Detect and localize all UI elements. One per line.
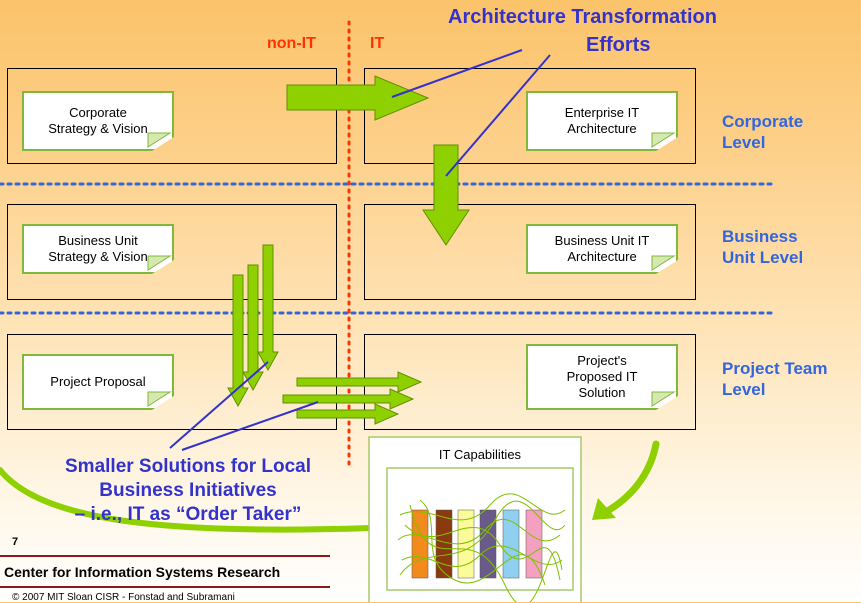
capabilities-curve-arrow — [596, 440, 660, 519]
thin-down-arrow-2 — [242, 264, 264, 392]
copyright: © 2007 MIT Sloan CISR - Fonstad and Subr… — [12, 592, 235, 603]
business-it-lane — [364, 204, 696, 300]
pointer-line-small-2 — [181, 401, 319, 451]
bu-it-line1: Business Unit IT — [554, 233, 650, 248]
project-proposal-line1: Project Proposal — [50, 374, 146, 389]
tangle-string — [419, 499, 546, 586]
business-level-line1: Business — [722, 227, 798, 246]
capability-bar-brown — [435, 509, 453, 579]
center-name: Center for Information Systems Research — [4, 564, 281, 580]
corporate-level-label: Corporate Level — [722, 111, 803, 153]
pointer-line-title-2 — [445, 54, 551, 177]
pointer-line-small-1 — [169, 361, 269, 449]
title-line2: Efforts — [586, 34, 651, 56]
pointer-line-title-1 — [391, 49, 523, 98]
smaller-solutions-line1: Smaller Solutions for Local — [65, 456, 311, 477]
smaller-solutions-line2: Business Initiatives — [99, 480, 277, 501]
enterprise-it-line2: Architecture — [567, 121, 637, 136]
bu-it-line2: Architecture — [567, 249, 637, 264]
enterprise-down-arrow — [422, 144, 470, 246]
fold-corner — [147, 391, 172, 407]
bu-strategy-line2: Strategy & Vision — [48, 249, 148, 264]
swoosh-curve — [0, 467, 373, 533]
thin-right-arrow-2 — [282, 388, 415, 410]
corporate-it-lane — [364, 68, 696, 164]
capability-bar-pink — [525, 509, 543, 579]
fold-corner — [651, 391, 676, 407]
tangle-string — [409, 504, 563, 602]
footer-bottom-rule — [0, 586, 330, 588]
corporate-strategy-line1: Corporate — [69, 105, 127, 120]
tangle-string — [399, 500, 566, 576]
fold-corner — [147, 255, 172, 271]
footer-top-rule — [0, 555, 330, 557]
capability-bar-purple — [479, 509, 497, 579]
capabilities-arrowhead — [592, 498, 616, 520]
project-level-label: Project Team Level — [722, 358, 828, 400]
smaller-solutions-line3: – i.e., IT as “Order Taker” — [74, 504, 302, 525]
tangle-string — [404, 524, 561, 581]
business-level-line2: Unit Level — [722, 248, 804, 267]
capability-bar-lightblue — [502, 509, 520, 579]
business-level-label: Business Unit Level — [722, 226, 803, 268]
corporate-level-line1: Corporate — [722, 112, 804, 131]
corporate-right-arrow — [286, 75, 430, 121]
business-non-it-lane — [7, 204, 337, 300]
corporate-strategy-line2: Strategy & Vision — [48, 121, 148, 136]
page-number: 7 — [12, 536, 19, 548]
corporate-level-line2: Level — [722, 133, 766, 152]
it-label: IT — [370, 35, 385, 52]
fold-corner — [651, 132, 676, 148]
bu-strategy-line1: Business Unit — [58, 233, 138, 248]
thin-right-arrow-1 — [296, 371, 423, 393]
title-line1: Architecture Transformation — [448, 6, 717, 28]
thin-down-arrow-3 — [257, 244, 279, 372]
thin-right-arrow-3 — [296, 403, 400, 425]
fold-corner — [147, 132, 172, 148]
fold-corner — [651, 255, 676, 271]
project-solution-line2: Proposed IT — [566, 369, 638, 384]
non-it-label: non-IT — [267, 35, 316, 52]
project-level-line1: Project Team — [722, 359, 828, 378]
tangle-string — [399, 493, 566, 521]
enterprise-it-line1: Enterprise IT — [564, 105, 640, 120]
project-solution-line3: Solution — [578, 385, 626, 400]
smaller-solutions-label: Smaller Solutions for Local Business Ini… — [8, 455, 368, 527]
thin-down-arrow-1 — [227, 274, 249, 408]
it-capabilities-title: IT Capabilities — [438, 447, 522, 462]
project-proposal-box: Project Proposal — [22, 354, 174, 410]
project-solution-line1: Project's — [577, 353, 627, 368]
corporate-non-it-lane — [7, 68, 337, 164]
project-level-line2: Level — [722, 380, 766, 399]
